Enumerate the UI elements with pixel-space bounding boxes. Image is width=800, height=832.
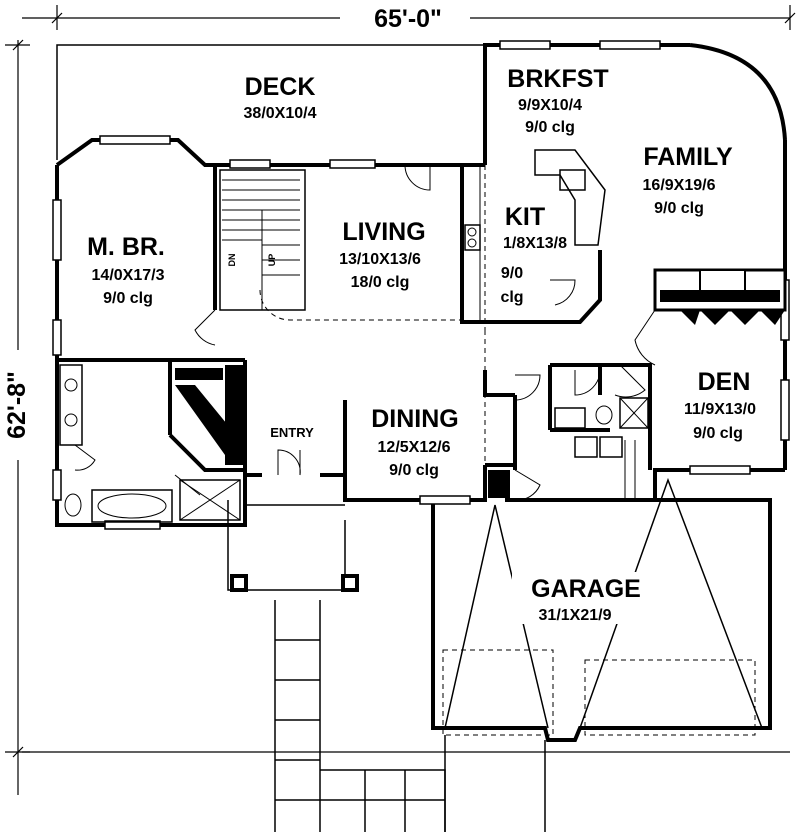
room-dining: DINING 12/5X12/6 9/0 clg (371, 405, 459, 479)
room-brkfst-name: BRKFST (507, 65, 608, 93)
room-garage-name: GARAGE (531, 575, 641, 603)
room-den-name: DEN (698, 368, 751, 396)
room-brkfst-ceiling: 9/0 clg (525, 119, 575, 136)
staircase: DN UP (219, 169, 306, 311)
dashed-boundaries (259, 165, 756, 736)
room-dining-name: DINING (371, 405, 459, 433)
room-mbr-ceiling: 9/0 clg (103, 290, 153, 307)
room-dining-size: 12/5X12/6 (378, 439, 451, 456)
room-deck-size: 38/0X10/4 (244, 105, 317, 122)
width-dimension: 65'-0" (22, 4, 796, 33)
room-family: FAMILY 16/9X19/6 9/0 clg (643, 143, 733, 217)
room-brkfst-size: 9/9X10/4 (518, 97, 582, 114)
room-entry: ENTRY (270, 425, 314, 440)
room-family-size: 16/9X19/6 (643, 177, 716, 194)
room-kit-ceiling-b: clg (500, 289, 523, 306)
room-kit-size: 1/8X13/8 (503, 235, 567, 252)
interior-walls (57, 165, 652, 500)
room-mbr-name: M. BR. (87, 233, 165, 261)
room-deck-name: DECK (245, 73, 316, 101)
fireplace (653, 268, 787, 325)
depth-dimension-label: 62'-8" (3, 371, 31, 439)
garage-door-tracks (444, 477, 763, 729)
master-closet (175, 365, 243, 465)
room-dining-ceiling: 9/0 clg (389, 462, 439, 479)
doors (74, 164, 656, 501)
stair-up-label: UP (267, 254, 277, 267)
master-bath-fixtures (59, 364, 241, 523)
room-den: DEN 11/9X13/0 9/0 clg (684, 368, 756, 442)
room-mbr-size: 14/0X17/3 (92, 267, 165, 284)
stair-down-label: DN (227, 254, 237, 267)
room-entry-name: ENTRY (270, 425, 314, 440)
kitchen-fixtures (464, 149, 606, 320)
room-living-ceiling: 18/0 clg (351, 274, 410, 291)
width-dimension-label: 65'-0" (374, 5, 442, 33)
room-mbr: M. BR. 14/0X17/3 9/0 clg (87, 233, 165, 307)
room-den-ceiling: 9/0 clg (693, 425, 743, 442)
front-porch (227, 500, 546, 832)
room-living: LIVING 13/10X13/6 18/0 clg (339, 218, 426, 291)
room-deck: DECK 38/0X10/4 (244, 73, 317, 122)
room-living-size: 13/10X13/6 (339, 251, 421, 268)
room-family-ceiling: 9/0 clg (654, 200, 704, 217)
room-living-name: LIVING (342, 218, 425, 246)
depth-dimension: 62'-8" (3, 39, 790, 795)
room-brkfst: BRKFST 9/9X10/4 9/0 clg (507, 65, 608, 136)
room-kit: KIT 1/8X13/8 9/0 clg (500, 203, 567, 306)
room-den-size: 11/9X13/0 (684, 401, 756, 418)
room-kit-name: KIT (505, 203, 545, 231)
laundry-fixtures (488, 397, 649, 498)
room-garage: GARAGE 31/1X21/9 (512, 572, 662, 624)
room-family-name: FAMILY (643, 143, 733, 171)
room-garage-size: 31/1X21/9 (539, 607, 612, 624)
room-kit-ceiling-a: 9/0 (501, 265, 523, 282)
